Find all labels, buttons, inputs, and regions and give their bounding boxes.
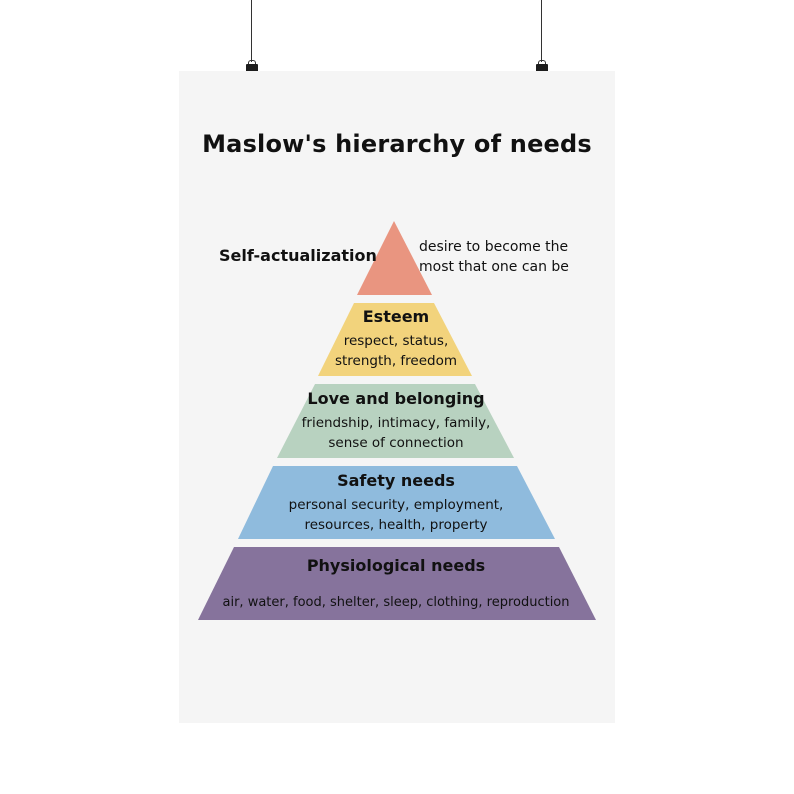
hanging-wire-left	[251, 0, 252, 62]
esteem-desc-line: strength, freedom	[334, 353, 458, 369]
safety-title: Safety needs	[337, 471, 455, 490]
safety-label: Safety needs personal security, employme…	[196, 471, 596, 535]
physiological-desc-line: air, water, food, shelter, sleep, clothi…	[222, 595, 570, 610]
safety-desc-line: resources, health, property	[304, 517, 488, 533]
love-belonging-label: Love and belonging friendship, intimacy,…	[196, 389, 596, 453]
self-actualization-title: Self-actualization	[219, 246, 377, 265]
binder-clip-right	[536, 60, 548, 74]
esteem-desc: respect, status, strength, freedom	[196, 331, 596, 371]
self-actualization-desc-line: desire to become the	[419, 239, 569, 255]
pyramid-tier-esteem	[318, 303, 472, 376]
self-actualization-desc: desire to become the most that one can b…	[419, 237, 589, 277]
physiological-label: Physiological needs air, water, food, sh…	[196, 556, 596, 613]
poster-title: Maslow's hierarchy of needs	[202, 130, 592, 158]
hanging-wire-right	[541, 0, 542, 62]
love-belonging-desc: friendship, intimacy, family, sense of c…	[196, 413, 596, 453]
esteem-label: Esteem respect, status, strength, freedo…	[196, 307, 596, 371]
pyramid-tier-physiological	[198, 547, 596, 620]
love-belonging-title: Love and belonging	[307, 389, 485, 408]
pyramid-tier-safety	[238, 466, 555, 539]
physiological-desc: air, water, food, shelter, sleep, clothi…	[196, 593, 596, 613]
self-actualization-desc-line: most that one can be	[419, 259, 569, 275]
safety-desc-line: personal security, employment,	[288, 497, 504, 513]
esteem-desc-line: respect, status,	[343, 333, 449, 349]
love-belonging-desc-line: sense of connection	[328, 435, 464, 451]
esteem-title: Esteem	[362, 307, 430, 326]
binder-clip-left	[246, 60, 258, 74]
safety-desc: personal security, employment, resources…	[196, 495, 596, 535]
physiological-title: Physiological needs	[306, 556, 486, 575]
pyramid-tier-love	[277, 384, 514, 458]
pyramid-tier-self-actualization	[357, 221, 432, 295]
love-belonging-desc-line: friendship, intimacy, family,	[301, 415, 491, 431]
